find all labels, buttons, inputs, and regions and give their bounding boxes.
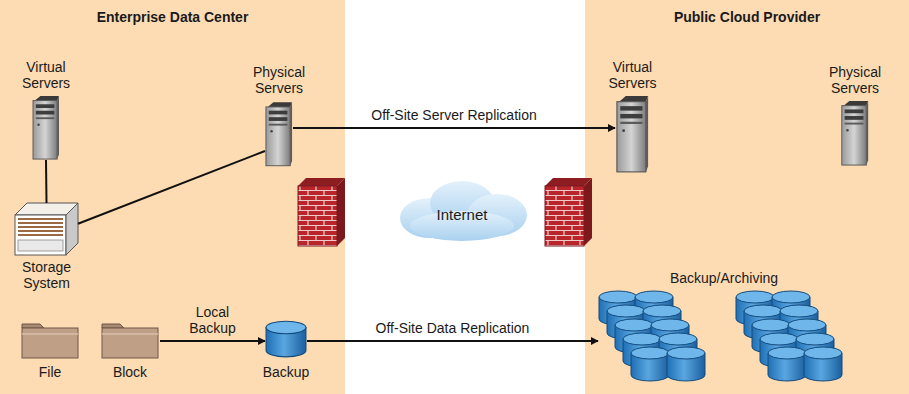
node-label: Virtual Servers xyxy=(14,59,78,91)
disk-cylinder xyxy=(768,347,806,381)
right-firewall xyxy=(545,178,592,246)
virtual-server-icon xyxy=(33,96,59,159)
internet-cloud-node: Internet xyxy=(402,190,522,238)
archive-node: Backup/Archiving xyxy=(598,290,850,388)
node-label: Physical Servers xyxy=(823,64,887,96)
folder-node: File xyxy=(20,322,80,360)
server-node: Virtual Servers xyxy=(615,95,650,173)
node-label: Block xyxy=(113,364,147,380)
edge-label: Off-Site Data Replication xyxy=(376,320,530,336)
panel-heading: Public Cloud Provider xyxy=(585,0,909,25)
backup-cylinder-icon xyxy=(266,321,306,357)
internet-cloud xyxy=(400,181,527,241)
file-folder-icon xyxy=(22,324,78,358)
edge-label: Off-Site Server Replication xyxy=(371,107,536,123)
server-node: Physical Servers xyxy=(265,100,293,168)
disk-cylinder xyxy=(667,347,705,381)
connection-line xyxy=(45,160,48,203)
physical-server-icon xyxy=(266,102,292,165)
server-node: Virtual Servers xyxy=(30,95,62,160)
node-label: Virtual Servers xyxy=(601,59,665,91)
node-label: File xyxy=(39,364,62,380)
replication-arrow xyxy=(307,340,598,342)
disk-cylinder xyxy=(631,347,669,381)
cloud-provider-panel: Public Cloud ProviderVirtual ServersPhys… xyxy=(585,0,909,394)
node-label: Backup/Archiving xyxy=(670,270,778,286)
disk-cylinder xyxy=(804,347,842,381)
edge-label: Local Backup xyxy=(185,304,241,336)
block-folder-icon xyxy=(102,324,158,358)
node-label: Backup xyxy=(263,364,310,380)
virtual-server-icon xyxy=(617,96,648,172)
backup-node: Backup xyxy=(265,318,307,360)
data-center-panel xyxy=(0,0,345,394)
server-node: Physical Servers xyxy=(840,100,870,166)
data-center-panel: Enterprise Data CenterVirtual ServersPhy… xyxy=(0,0,345,394)
connection-line xyxy=(78,151,265,224)
left-firewall xyxy=(298,178,345,246)
replication-arrow xyxy=(293,127,615,129)
cloud-provider-panel xyxy=(585,0,909,394)
node-label: Physical Servers xyxy=(247,64,311,96)
cloud-label: Internet xyxy=(437,206,488,223)
backup-disk-stacks xyxy=(599,291,842,381)
folder-node: Block xyxy=(100,322,160,360)
storage-system-icon xyxy=(15,203,78,255)
node-label: Storage System xyxy=(15,259,79,291)
physical-server-icon xyxy=(842,101,868,165)
storage-node: Storage System xyxy=(15,203,78,255)
panel-heading: Enterprise Data Center xyxy=(0,0,345,25)
replication-arrow xyxy=(160,340,265,342)
